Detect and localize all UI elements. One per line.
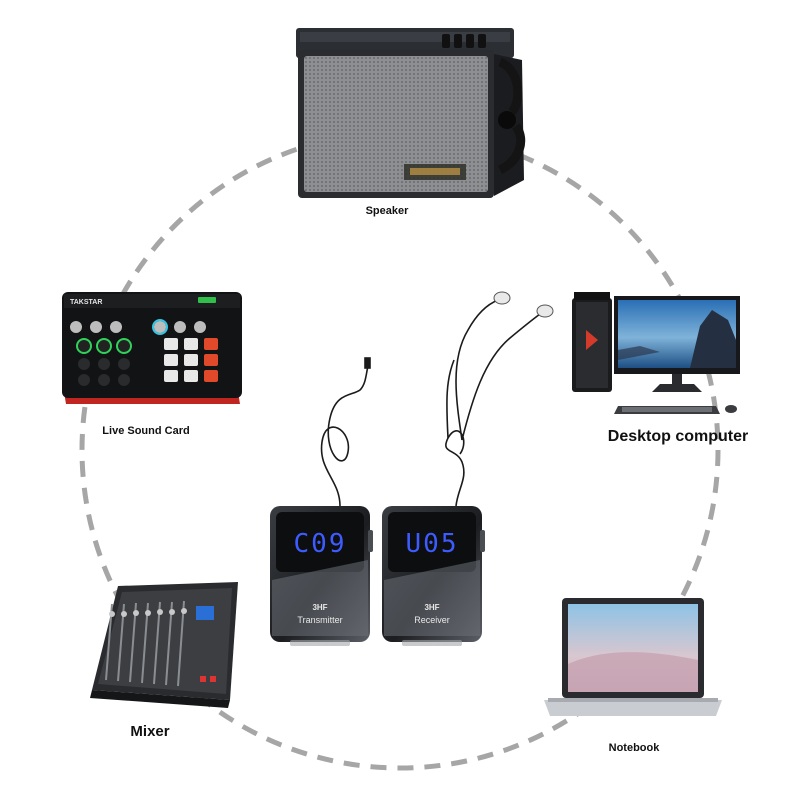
notebook-label: Notebook — [609, 742, 661, 754]
transmitter-label: Transmitter — [297, 615, 342, 625]
speaker-label: Speaker — [366, 205, 410, 217]
desktop-computer-image — [572, 292, 740, 414]
transmitter-device: C09 3HF Transmitter — [270, 506, 373, 646]
mixer-image — [90, 582, 238, 708]
receiver-device: U05 3HF Receiver — [382, 506, 485, 646]
mixer-label: Mixer — [130, 723, 169, 740]
notebook-image — [544, 598, 722, 716]
transmitter-brand: 3HF — [312, 603, 327, 612]
receiver-brand: 3HF — [424, 603, 439, 612]
transmitter-cable — [320, 357, 371, 507]
live-sound-card-label: Live Sound Card — [102, 425, 189, 437]
receiver-display: U05 — [406, 529, 459, 559]
earbud-right — [536, 304, 554, 318]
desktop-computer-label: Desktop computer — [608, 428, 748, 445]
speaker-image — [296, 28, 526, 198]
sound-card-brand: TAKSTAR — [70, 299, 102, 306]
receiver-label: Receiver — [414, 615, 450, 625]
transmitter-display: C09 — [294, 529, 347, 559]
earphone-cable — [445, 299, 541, 507]
earbud-left — [493, 291, 511, 305]
live-sound-card-image: TAKSTAR — [62, 292, 242, 404]
